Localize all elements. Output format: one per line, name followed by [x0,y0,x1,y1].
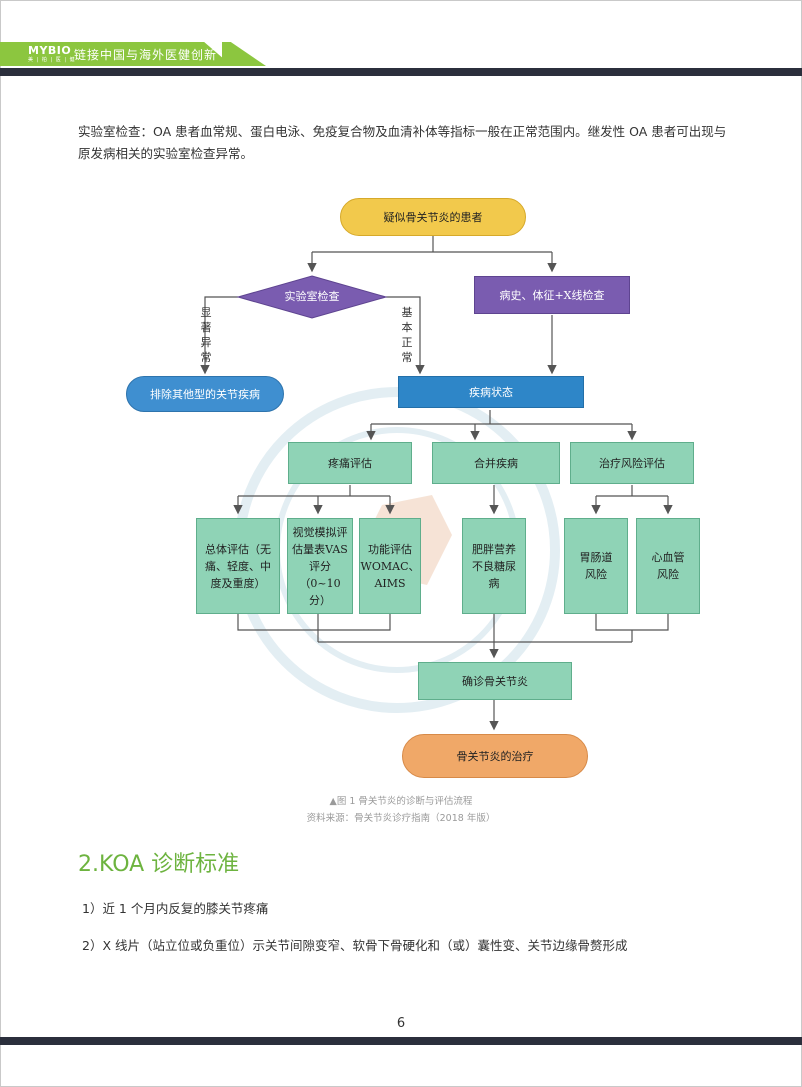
header-tagline: 链接中国与海外医健创新 [74,48,218,62]
node-exclude-other: 排除其他型的关节疾病 [126,376,284,412]
node-lab-check: 实验室检查 [284,290,340,303]
criteria-item: 1）近 1 个月内反复的膝关节疼痛 [82,901,269,916]
node-suspected-patient: 疑似骨关节炎的患者 [340,198,526,236]
node-comorbid-list: 肥胖营养不良糖尿病 [462,518,526,614]
page-number: 6 [396,1016,406,1031]
node-function-assessment: 功能评估WOMAC、AIMS [359,518,421,614]
node-vas-assessment: 视觉模拟评估量表VAS评分（0~10分） [287,518,353,614]
intro-paragraph: 实验室检查：OA 患者血常规、蛋白电泳、免疫复合物及血清补体等指标一般在正常范围… [78,124,727,161]
node-pain-assessment: 疼痛评估 [288,442,412,484]
header-banner [0,42,232,66]
figure-source: 资料来源：骨关节炎诊疗指南（2018 年版） [306,813,496,824]
header-rule [0,68,802,76]
node-overall-assessment: 总体评估（无痛、轻度、中度及重度） [196,518,280,614]
section-title: 2.KOA 诊断标准 [78,852,240,877]
label-normal: 基本正常 [401,306,413,364]
label-abnormal: 显著异常 [200,306,212,364]
node-treatment-risk: 治疗风险评估 [570,442,694,484]
node-disease-state: 疾病状态 [398,376,584,408]
node-gi-risk: 胃肠道风险 [564,518,628,614]
node-diagnosis: 确诊骨关节炎 [418,662,572,700]
criteria-item: 2）X 线片（站立位或负重位）示关节间隙变窄、软骨下骨硬化和（或）囊性变、关节边… [82,938,628,953]
lab-check-diamond [236,275,388,319]
node-comorbidity: 合并疾病 [432,442,560,484]
footer-rule [0,1037,802,1045]
node-history-exam: 病史、体征+X线检查 [474,276,630,314]
figure-caption: ▲图 1 骨关节炎的诊断与评估流程 [329,796,473,807]
brand-logo: MYBIO [28,44,72,57]
node-cv-risk: 心血管风险 [636,518,700,614]
node-treatment: 骨关节炎的治疗 [402,734,588,778]
brand-logo-sub: 美 | 柏 | 医 | 健 [28,57,76,63]
